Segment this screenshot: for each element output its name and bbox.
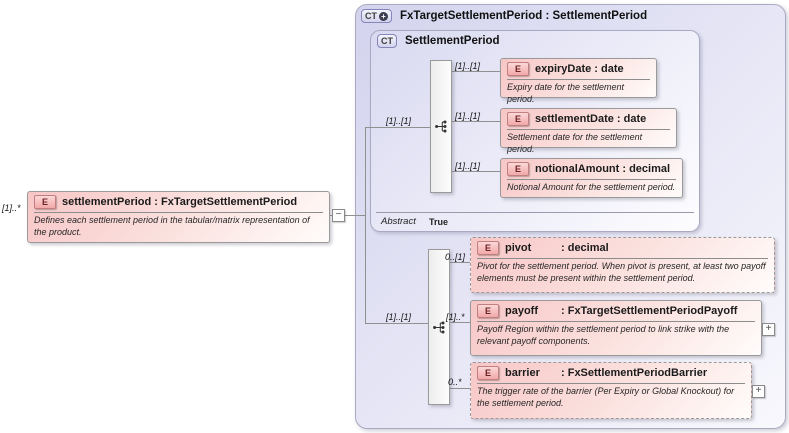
element-title: settlementDate : date [535,113,647,125]
complex-type-badge: CT+ [361,9,392,23]
element-type: : decimal [561,242,609,254]
element-description: Defines each settlement period in the ta… [34,215,310,237]
pivot-multiplicity: 0..[1] [445,252,466,262]
element-header: E pivot : decimal [477,241,768,259]
complex-type-header: CT+ FxTargetSettlementPeriod : Settlemen… [361,9,647,23]
element-pivot[interactable]: E pivot : decimal Pivot for the settleme… [470,237,775,293]
abstract-label: Abstract [381,216,416,227]
element-icon: E [477,304,499,318]
element-icon: E [507,162,529,176]
element-header: E barrier : FxSettlementPeriodBarrier [477,366,745,384]
element-description: Pivot for the settlement period. When pi… [477,261,766,283]
connector-barrier [450,388,470,389]
abstract-value: True [429,217,449,227]
element-header: E expiryDate : date [507,62,650,80]
settlementDate-multiplicity: [1]..[1] [455,111,481,121]
sequence-icon [434,120,446,133]
element-payoff[interactable]: E payoff : FxTargetSettlementPeriodPayof… [470,300,762,356]
element-barrier[interactable]: E barrier : FxSettlementPeriodBarrier Th… [470,362,752,419]
element-description: Settlement date for the settlement perio… [507,132,643,154]
base-sequence-compositor[interactable] [430,60,452,193]
element-icon: E [34,195,56,209]
sequence-icon [432,321,444,333]
element-settlementDate[interactable]: E settlementDate : date Settlement date … [500,108,677,154]
element-type: : FxSettlementPeriodBarrier [561,367,708,379]
connector-pivot [450,262,470,263]
connector-root [330,215,366,216]
element-header: E payoff : FxTargetSettlementPeriodPayof… [477,304,755,322]
element-icon: E [507,62,529,76]
element-title: expiryDate : date [535,63,624,75]
expand-barrier-button[interactable]: + [752,385,765,398]
connector-notional [452,171,500,172]
element-settlementPeriod[interactable]: E settlementPeriod : FxTargetSettlementP… [27,191,330,243]
base-sequence-multiplicity: [1]..[1] [386,116,412,126]
payoff-multiplicity: [1]..* [446,312,465,322]
ext-sequence-multiplicity: [1]..[1] [386,312,412,322]
element-icon: E [477,241,499,255]
element-icon: E [507,112,529,126]
complex-type-badge-label: CT [365,11,377,21]
base-type-badge: CT [377,34,397,48]
element-title: settlementPeriod : FxTargetSettlementPer… [62,196,298,208]
connector-trunk [365,127,366,324]
derived-type-plus-icon: + [379,11,388,21]
abstract-separator [376,212,694,213]
base-type-header: CT SettlementPeriod [377,34,500,48]
element-name: payoff [505,305,538,317]
element-type: : FxTargetSettlementPeriodPayoff [561,305,738,317]
expiryDate-multiplicity: [1]..[1] [455,61,481,71]
element-description: Expiry date for the settlement period. [507,82,625,104]
element-description: The trigger rate of the barrier (Per Exp… [477,386,735,408]
connector-payoff [450,322,470,323]
element-title: notionalAmount : decimal [535,163,671,175]
element-header: E settlementDate : date [507,112,670,130]
base-type-title: SettlementPeriod [405,35,500,47]
element-description: Notional Amount for the settlement perio… [507,182,676,192]
expand-payoff-button[interactable]: + [762,323,775,336]
element-name: barrier [505,367,540,379]
element-expiryDate[interactable]: E expiryDate : date Expiry date for the … [500,58,657,104]
connector-settlement [452,121,500,122]
connector-to-ext-sequence [365,323,429,324]
element-icon: E [477,366,499,380]
connector-to-base-sequence [365,127,431,128]
ext-sequence-compositor[interactable] [428,249,450,405]
connector-expiry [452,71,500,72]
base-type-badge-label: CT [381,36,393,46]
element-header: E notionalAmount : decimal [507,162,676,180]
notionalAmount-multiplicity: [1]..[1] [455,161,481,171]
element-description: Payoff Region within the settlement peri… [477,324,730,346]
root-multiplicity: [1]..* [2,203,21,213]
collapse-button[interactable]: − [332,209,345,222]
element-notionalAmount[interactable]: E notionalAmount : decimal Notional Amou… [500,158,683,198]
element-header: E settlementPeriod : FxTargetSettlementP… [34,195,323,213]
element-name: pivot [505,242,532,254]
complex-type-title: FxTargetSettlementPeriod : SettlementPer… [400,10,648,22]
barrier-multiplicity: 0..* [448,377,462,387]
